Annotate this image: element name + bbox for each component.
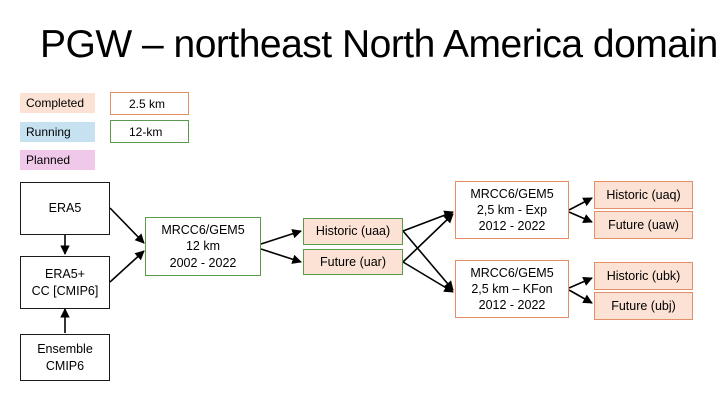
node-historic-ubk: Historic (ubk) <box>594 262 693 290</box>
arrow-kfon-to-ubk <box>568 277 593 289</box>
legend-res-2-5km: 2.5 km <box>110 92 189 115</box>
node-ensemble-cmip6: Ensemble CMIP6 <box>20 334 110 381</box>
node-future-uaw: Future (uaw) <box>594 211 693 239</box>
arrow-uar-to-exp <box>402 213 454 263</box>
node-era5-cc: ERA5+ CC [CMIP6] <box>20 256 110 309</box>
node-future-ubj: Future (ubj) <box>594 292 693 320</box>
legend-res-12km: 12-km <box>110 120 189 143</box>
arrow-kfon-to-ubj <box>568 289 593 304</box>
node-future-uar: Future (uar) <box>303 249 403 275</box>
legend-running: Running <box>20 122 95 142</box>
arrow-uar-to-kfon <box>402 261 454 293</box>
arrow-era5-to-mrcc12 <box>109 207 145 244</box>
node-mrcc-exp: MRCC6/GEM5 2,5 km - Exp 2012 - 2022 <box>455 181 569 239</box>
node-era5: ERA5 <box>20 182 110 235</box>
node-historic-uaa: Historic (uaa) <box>303 218 403 245</box>
node-mrcc-12km: MRCC6/GEM5 12 km 2002 - 2022 <box>145 217 261 276</box>
arrow-mrcc12-to-uar <box>260 248 302 264</box>
legend-planned: Planned <box>20 150 95 170</box>
legend-completed: Completed <box>20 93 95 113</box>
arrow-mrcc12-to-uaa <box>260 229 302 245</box>
arrow-exp-to-uaq <box>568 197 593 211</box>
node-mrcc-kfon: MRCC6/GEM5 2,5 km – KFon 2012 - 2022 <box>455 260 569 318</box>
node-historic-uaq: Historic (uaq) <box>594 181 693 209</box>
arrow-exp-to-uaw <box>568 211 593 223</box>
page-title: PGW – northeast North America domain <box>40 23 718 66</box>
arrow-era5cc-to-mrcc12 <box>109 250 145 283</box>
arrow-uaa-to-kfon <box>402 230 454 291</box>
